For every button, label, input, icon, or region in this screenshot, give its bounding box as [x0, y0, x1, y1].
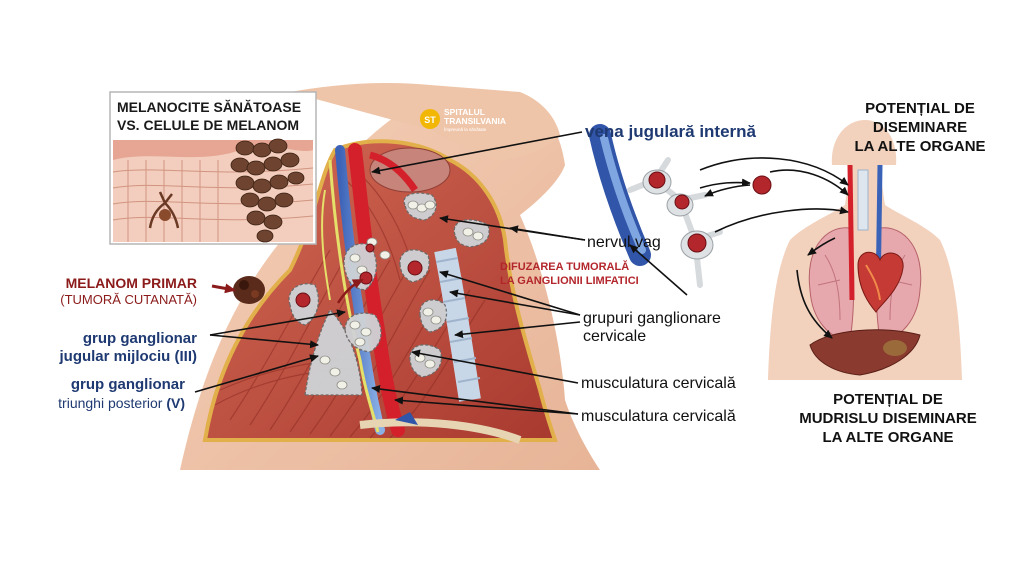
logo-tagline: Împreună la sănătate	[443, 126, 487, 132]
label-difuzarea-line2: LA GANGLIONII LIMFATICI	[500, 275, 639, 287]
label-difuzarea-line1: DIFUZAREA TUMORALĂ	[500, 260, 629, 273]
label-nervul-vag: nervul vag	[587, 234, 661, 251]
label-potential-bottom-line3: LA ALTE ORGANE	[822, 429, 953, 446]
label-potential-top-line3: LA ALTE ORGANE	[854, 138, 985, 155]
label-grup-triunghi-line2b: (V)	[166, 395, 185, 411]
label-potential-bottom-line1: POTENȚIAL DE	[833, 391, 943, 408]
label-potential-top-line1: POTENȚIAL DE	[865, 100, 975, 117]
label-musculatura-2: musculatura cervicală	[581, 408, 736, 425]
label-grup-triunghi-line2: triunghi posterior (V)	[58, 395, 185, 411]
label-potential-bottom-line2: MUDRISLU DISEMINARE	[799, 410, 977, 427]
logo-line2: TRANSILVANIA	[444, 116, 506, 126]
melanocyte-inset: MELANOCITE SĂNĂTOASE VS. CELULE DE MELAN…	[109, 91, 317, 245]
neck-illustration	[180, 82, 600, 470]
primary-melanoma-arrow	[211, 283, 236, 294]
hospital-logo: ST SPITALUL TRANSILVANIA Împreună la săn…	[420, 107, 506, 132]
primary-melanoma-lesion	[233, 276, 265, 304]
dissemination-arrows	[699, 157, 849, 339]
label-grup-triunghi-line1: grup ganglionar	[71, 376, 185, 393]
inset-title-line1: MELANOCITE SĂNĂTOASE	[117, 99, 301, 115]
annotation-arrows	[194, 131, 688, 415]
logo-line1: SPITALUL	[444, 107, 485, 117]
label-potential-top-line2: DISEMINARE	[873, 119, 967, 136]
trachea	[434, 247, 481, 402]
label-grup-triunghi-line2a: triunghi posterior	[58, 395, 166, 411]
label-melanom-primar: MELANOM PRIMAR	[66, 275, 197, 291]
label-grupuri-line1: grupuri ganglionare	[583, 310, 721, 327]
inset-title-line2: VS. CELULE DE MELANOM	[117, 117, 299, 133]
torso-illustration	[768, 120, 962, 380]
label-musculatura-1: musculatura cervicală	[581, 375, 736, 392]
label-grupuri-line2: cervicale	[583, 328, 646, 345]
labels: vena jugulară internă nervul vag DIFUZAR…	[58, 100, 985, 446]
lymphatic-spread-panel	[589, 124, 807, 288]
label-tumora-cutanata: (TUMORĂ CUTANATĂ)	[60, 292, 197, 307]
logo-initials: ST	[424, 115, 436, 125]
label-grup-jugular-line2: jugular mijlociu (III)	[58, 348, 197, 365]
logo-badge	[420, 109, 440, 129]
label-vena-jugulara: vena jugulară internă	[585, 122, 757, 141]
spread-arrow	[336, 278, 364, 304]
label-grup-jugular-line1: grup ganglionar	[83, 330, 197, 347]
